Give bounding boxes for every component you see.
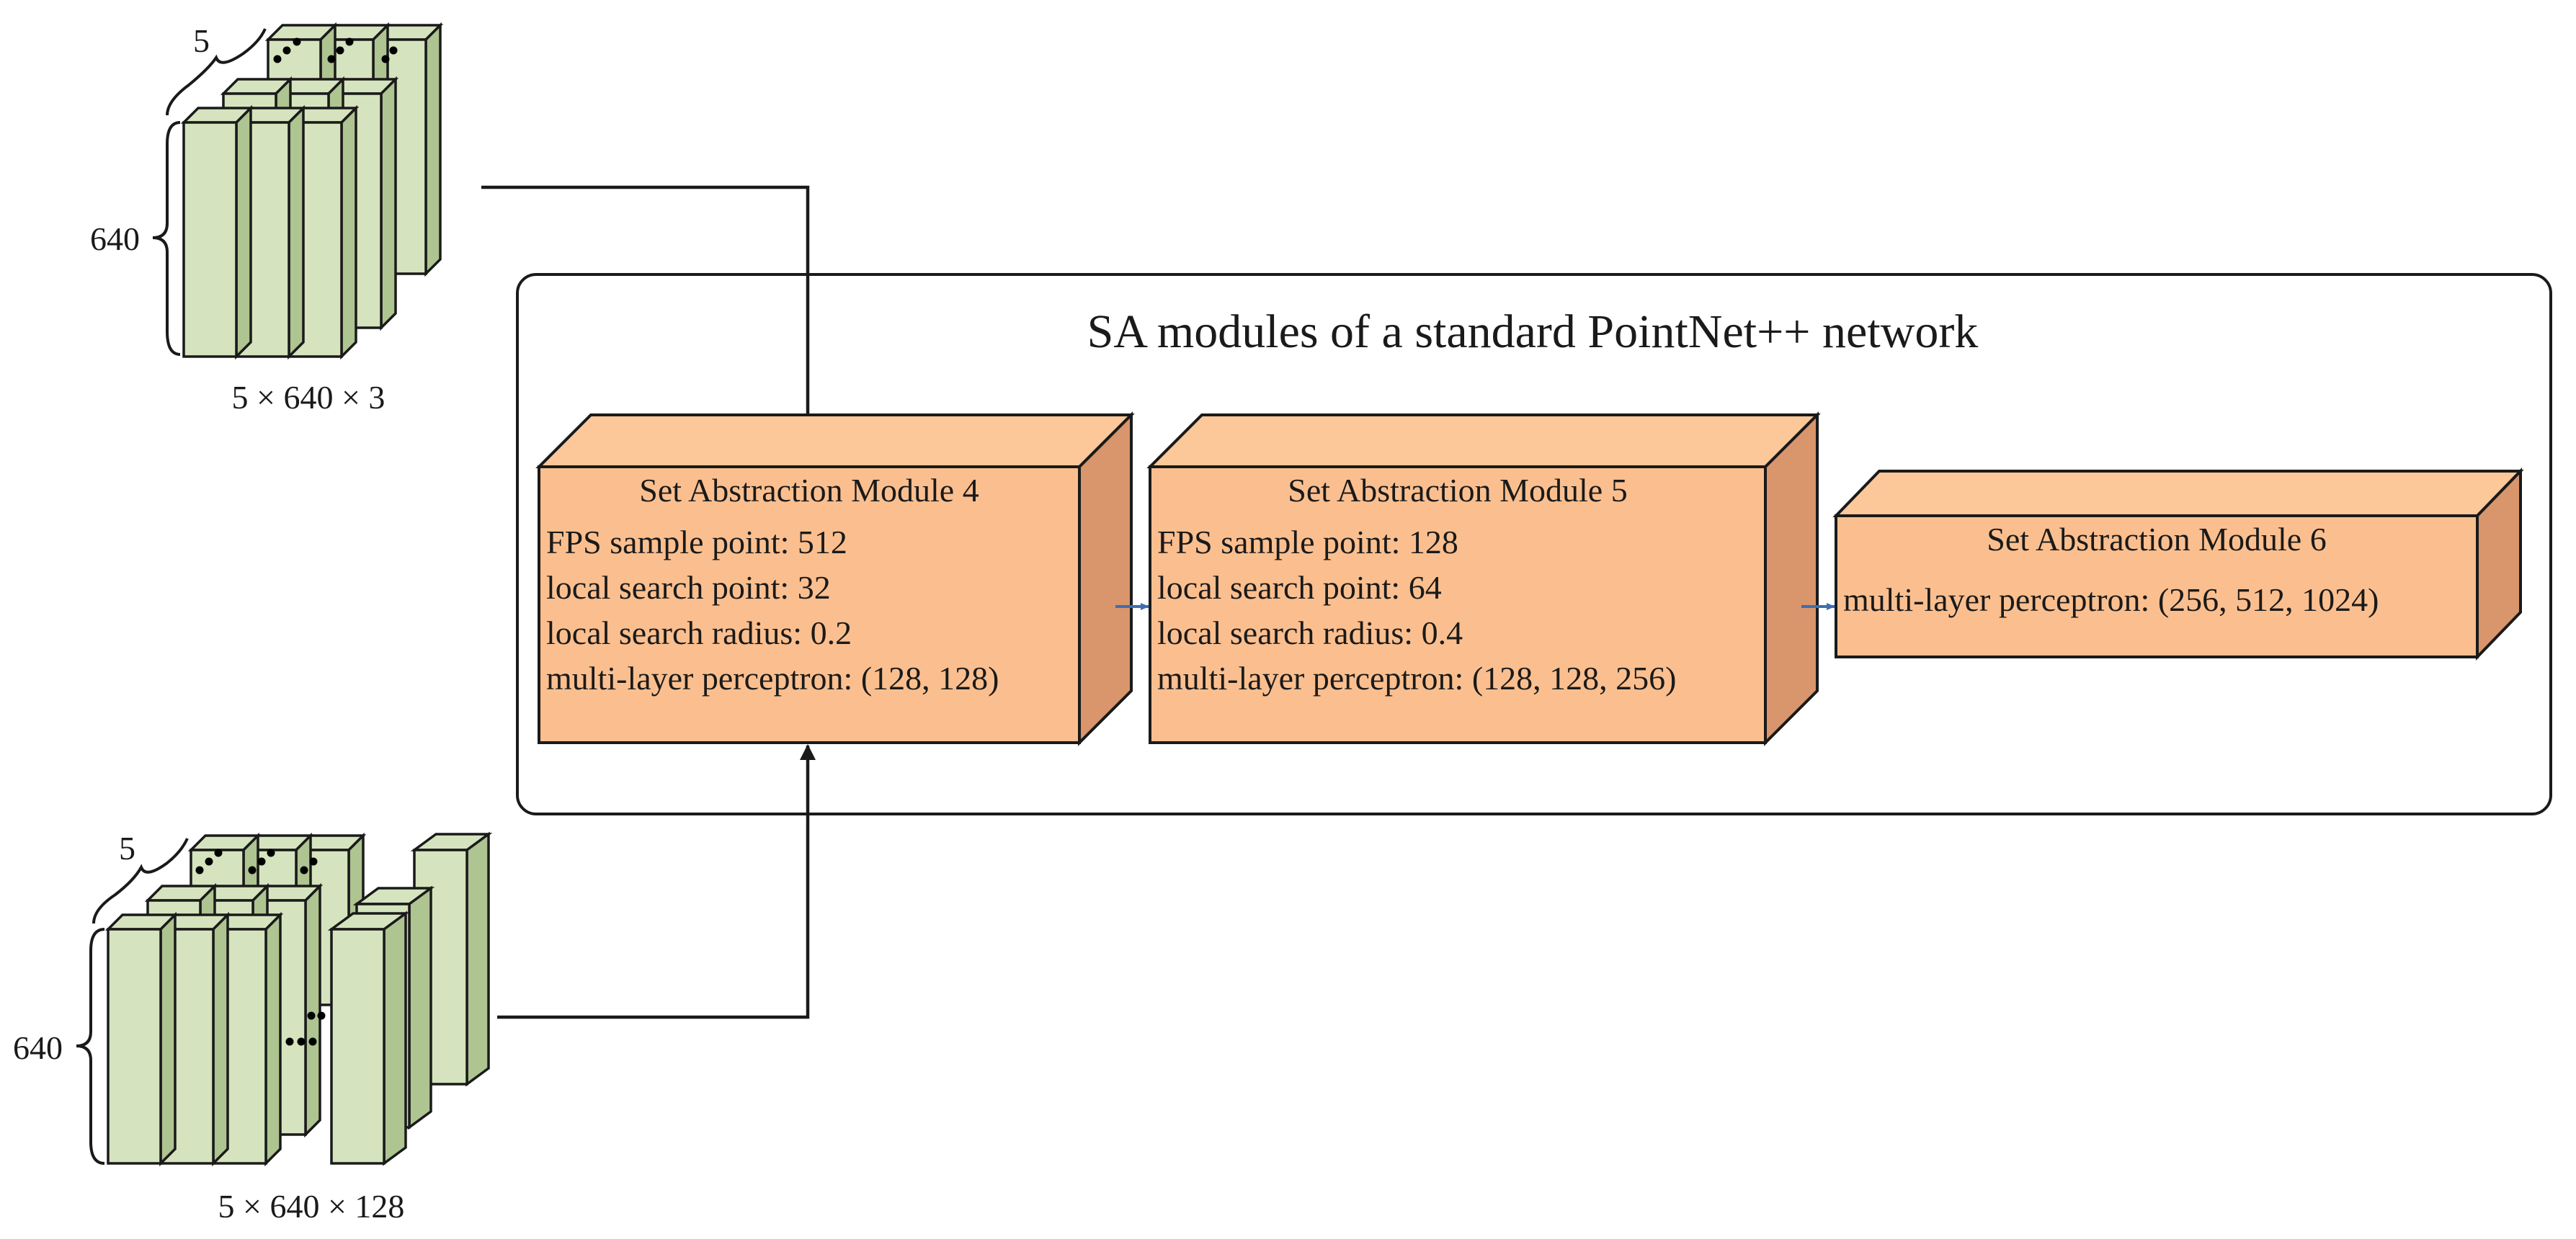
sa-module-4-param-line: local search point: 32 (546, 569, 831, 606)
input-2-ellipsis-dot (307, 1011, 316, 1020)
sa-module-4-param-line: multi-layer perceptron: (128, 128) (546, 660, 999, 697)
sa-module-4-top-face (535, 413, 1135, 468)
input-2-ellipsis-dot (205, 857, 213, 866)
sa-modules-container (516, 273, 2552, 815)
input-2-height-label: 640 (13, 1029, 63, 1066)
input-1-ellipsis-dot (282, 46, 291, 55)
input-2-ellipsis-dot (300, 866, 308, 875)
input-1-ellipsis-dot (293, 37, 301, 46)
sa-module-4-param-line: FPS sample point: 512 (546, 524, 847, 560)
sa-module-5-param-line: FPS sample point: 128 (1157, 524, 1458, 560)
sa-module-4-title: Set Abstraction Module 4 (639, 472, 979, 509)
sa-module-6-front-face (1835, 514, 2479, 658)
input-1-shape-label: 5 × 640 × 3 (232, 379, 385, 416)
input-2-ellipsis-dot (214, 849, 223, 857)
input-2-ellipsis-dot (308, 1037, 317, 1046)
sa-module-5-front-face (1149, 465, 1767, 744)
sa-module-5-param-line: local search point: 64 (1157, 569, 1442, 606)
input-2-depth-brace (92, 838, 189, 924)
sa-module-6-title: Set Abstraction Module 6 (1987, 521, 2326, 558)
container-title: SA modules of a standard PointNet++ netw… (1087, 305, 1979, 358)
input-2-shape-label: 5 × 640 × 128 (218, 1188, 405, 1225)
sa-module-4-side-face (1078, 411, 1133, 746)
input-2-front-column-1 (104, 911, 179, 1167)
input-1-height-brace (152, 121, 181, 356)
sa-module-6-param-line: multi-layer perceptron: (256, 512, 1024) (1843, 581, 2379, 618)
input-1-ellipsis-dot (345, 37, 354, 46)
sa-module-5-top-face (1146, 413, 1821, 468)
sa-module-5: Set Abstraction Module 5 FPS sample point… (1146, 411, 1821, 746)
input-2-ellipsis-dot (267, 849, 275, 857)
input-2-depth-label: 5 (119, 830, 135, 867)
input-tensor-1 (152, 22, 444, 360)
connector-input-2-to-module-4 (497, 744, 816, 1019)
input-1-depth-label: 5 (193, 22, 210, 59)
input-1-ellipsis-dot (389, 46, 398, 55)
input-1-front-column-1 (180, 104, 254, 360)
sa-module-4-param-line: local search radius: 0.2 (546, 614, 852, 651)
input-2-height-brace (76, 928, 105, 1165)
input-2-ellipsis-dot (297, 1037, 306, 1046)
input-1-ellipsis-dot (327, 55, 336, 63)
input-1-height-label: 640 (90, 220, 140, 257)
input-2-ellipsis-dot (195, 866, 204, 875)
input-1-ellipsis-dot (381, 55, 390, 63)
sa-module-6: Set Abstraction Module 6 multi-layer perc… (1832, 468, 2524, 661)
sa-module-5-param-line: local search radius: 0.4 (1157, 614, 1463, 651)
input-2-ellipsis-dot (285, 1037, 294, 1046)
input-1-ellipsis-dot (273, 55, 282, 63)
input-2-ellipsis-dot (309, 857, 318, 866)
input-2-right-back-slab (410, 831, 493, 1087)
input-1-ellipsis-dot (336, 46, 344, 55)
sa-module-4: Set Abstraction Module 4 FPS sample point… (535, 411, 1135, 746)
sa-module-6-top-face (1832, 470, 2524, 517)
input-1-depth-brace (166, 28, 267, 116)
sa-module-4-front-face (538, 465, 1081, 744)
sa-module-5-side-face (1764, 411, 1819, 746)
sa-module-5-title: Set Abstraction Module 5 (1288, 472, 1627, 509)
connector-input-1-to-module-4 (481, 185, 816, 462)
input-tensor-2 (76, 831, 493, 1167)
sa-modules: Set Abstraction Module 4 FPS sample point… (535, 411, 2524, 746)
input-2-ellipsis-dot (248, 866, 257, 875)
sa-module-5-param-line: multi-layer perceptron: (128, 128, 256) (1157, 660, 1676, 697)
input-2-ellipsis-dot (257, 857, 266, 866)
input-2-right-front-slab (327, 911, 410, 1166)
input-2-ellipsis-dot (317, 1011, 326, 1020)
